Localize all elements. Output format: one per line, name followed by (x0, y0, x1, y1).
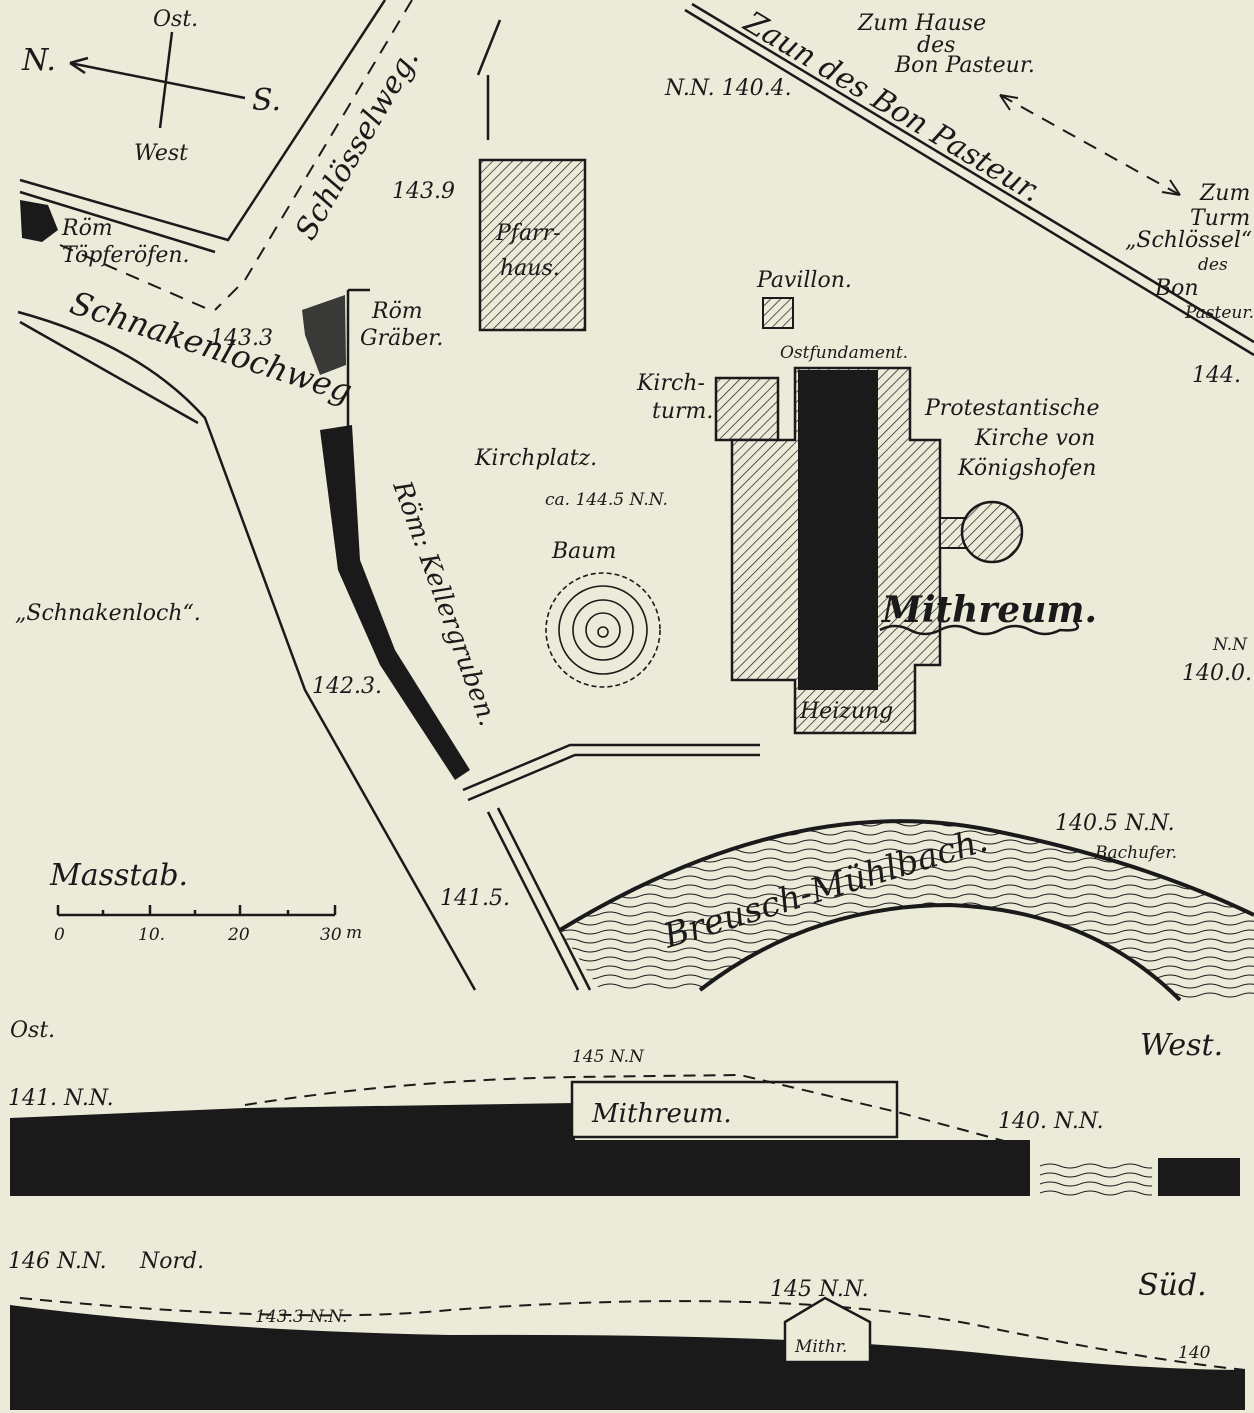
schlosselweg-path (59, 0, 413, 311)
label-zum-turm-1: Zum (1199, 181, 1250, 206)
label-zum-hause-2: des (917, 33, 955, 58)
profile1-left-elev: 141. N.N. (8, 1086, 114, 1111)
profile1-building: Mithreum. (591, 1099, 732, 1129)
profile1-left-dir: Ost. (10, 1018, 55, 1043)
label-bachufer: Bachufer. (1094, 843, 1177, 863)
label-masstab: Masstab. (49, 858, 188, 893)
label-zum-turm-4: des (1198, 255, 1228, 275)
label-rom-graber-1: Röm (371, 299, 423, 324)
scale-bar (56, 905, 337, 917)
label-nn-1404: N.N. 140.4. (664, 76, 792, 101)
label-zum-turm-6: Pasteur. (1184, 303, 1254, 323)
label-zum-hause-1: Zum Hause (857, 11, 986, 36)
kellergruben-hatching (302, 295, 470, 780)
profile1-top-elev: 145 N.N (572, 1047, 645, 1067)
label-elev-1439: 143.9 (392, 179, 455, 204)
label-pavillon: Pavillon. (756, 268, 852, 293)
profile2-right-elev: 140 (1178, 1343, 1211, 1363)
label-pfarrhaus-1: Pfarr- (495, 221, 561, 246)
label-heizung: Heizung (799, 699, 893, 724)
scale-tick-0: 0 (54, 925, 65, 945)
turm-arrow (999, 94, 1181, 196)
label-kirche-2: Kirche von (974, 426, 1095, 451)
label-nn-1400-1: N.N (1212, 635, 1248, 655)
church-building (714, 366, 1024, 735)
label-kirche-3: Königshofen (957, 456, 1096, 481)
profile1-right-elev: 140. N.N. (998, 1109, 1104, 1134)
mithreum-underline (879, 621, 1080, 636)
label-kirchplatz-elev: ca. 144.5 N.N. (545, 490, 668, 510)
label-pfarrhaus-2: haus. (500, 256, 560, 281)
label-kirchplatz: Kirchplatz. (474, 446, 597, 471)
label-rom-topf-2: Töpferöfen. (62, 243, 190, 268)
mithreum-footprint (798, 370, 878, 690)
label-elev-1423: 142.3. (312, 674, 382, 699)
label-schnakenloch: „Schnakenloch“. (15, 601, 201, 626)
profile2-top-elev: 145 N.N. (770, 1277, 869, 1302)
label-kirchturm-1: Kirch- (636, 371, 705, 396)
compass-north: N. (21, 43, 56, 78)
label-kirche-1: Protestantische (924, 396, 1100, 421)
profile2-building: Mithr. (794, 1337, 847, 1357)
scale-tick-30: 30 (320, 925, 342, 945)
label-kirchturm-2: turm. (652, 399, 713, 424)
label-rom-topf-1: Röm (61, 216, 113, 241)
profile2-mid-elev: 143.3 N.N. (255, 1307, 347, 1327)
label-elev-1405: 140.5 N.N. (1055, 811, 1175, 836)
label-elev-1415: 141.5. (440, 886, 510, 911)
pfarrhaus-building (478, 158, 587, 332)
label-zum-turm-2: Turm (1190, 206, 1250, 231)
pavillon-building (762, 297, 794, 329)
compass-rose (69, 31, 246, 129)
label-zum-turm-3: „Schlössel“ (1125, 228, 1252, 253)
label-zum-turm-5: Bon (1154, 276, 1199, 301)
scale-unit: m (346, 923, 362, 943)
label-nn-1400-2: 140.0. (1182, 661, 1252, 686)
muhlbach-north-bank (558, 819, 1254, 932)
label-elev-144: 144. (1192, 363, 1241, 388)
label-zum-hause-3: Bon Pasteur. (894, 53, 1035, 78)
profile2-right-dir: Süd. (1138, 1268, 1207, 1303)
compass-south: S. (252, 83, 281, 118)
topferofen-mark (20, 200, 58, 242)
label-schlosselweg: Schlösselweg. (289, 43, 427, 246)
road-outlines (17, 0, 1254, 991)
muhlbach-south-bank (698, 902, 1182, 1002)
profile2-left-dir: Nord. (139, 1249, 204, 1274)
profile-east-west (10, 1073, 1240, 1196)
profile2-left-elev: 146 N.N. (8, 1249, 107, 1274)
scale-tick-20: 20 (227, 925, 250, 945)
label-mithreum: Mithreum. (880, 589, 1097, 631)
profile-north-south (10, 1296, 1246, 1410)
compass-west: West (134, 141, 188, 166)
tree-symbol (545, 572, 661, 688)
compass-east: Ost. (153, 7, 198, 32)
label-ostfundament: Ostfundament. (780, 343, 908, 363)
muhlbach-water (560, 821, 1254, 1000)
label-rom-graber-2: Gräber. (360, 326, 443, 351)
label-elev-1433: 143.3 (210, 326, 273, 351)
scale-tick-10: 10. (138, 925, 165, 945)
profile1-right-dir: West. (1140, 1028, 1223, 1063)
label-baum: Baum (551, 539, 616, 564)
